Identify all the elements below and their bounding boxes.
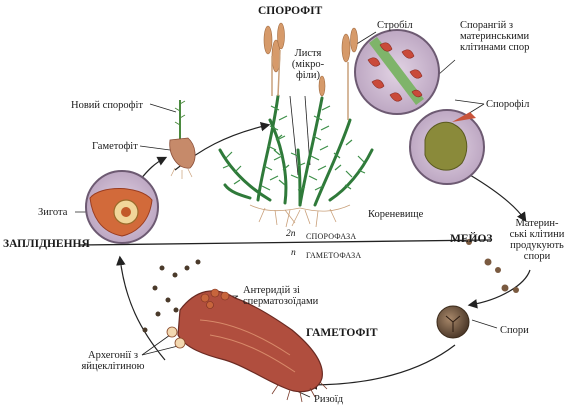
label-leaves: Листя (мікро- філи)	[291, 48, 325, 81]
arrow-meiosis-to-spores	[467, 269, 531, 309]
strobilus-detail-circle	[354, 29, 440, 115]
arrow-zygote-to-young	[139, 156, 168, 181]
label-meiosis: МЕЙОЗ	[450, 233, 493, 245]
label-gametophase: ГАМЕТОФАЗА	[306, 251, 362, 260]
spores-small	[466, 239, 519, 293]
label-gametophyte-title: ГАМЕТОФІТ	[306, 327, 378, 339]
spore-large	[436, 305, 470, 339]
rhizome-roots	[249, 204, 351, 228]
sporophyte-plant	[218, 22, 374, 228]
label-sporangium: Спорангій з материнськими клітинами спор	[460, 20, 530, 53]
label-antheridium: Антеридій зі сперматозоїдами	[243, 285, 319, 307]
zygote-circle	[85, 170, 159, 244]
label-sporophyll: Спорофіл	[486, 99, 530, 110]
new-sporophyte-young	[169, 100, 196, 179]
label-gametophyte-young: Гаметофіт	[92, 141, 138, 152]
arrow-gametophyte-to-fertilization	[116, 255, 166, 361]
arrow-spores-to-gametophyte	[307, 344, 456, 390]
microphyll-foliage	[222, 105, 366, 191]
label-sporophyte-title: СПОРОФІТ	[258, 5, 323, 17]
label-sporophase: СПОРОФАЗА	[306, 232, 357, 241]
arrow-to-mother-cells	[469, 174, 527, 222]
sperm-dots	[142, 259, 201, 333]
label-spores: Спори	[500, 325, 529, 336]
gametophyte	[166, 288, 328, 403]
label-ploidy-2n: 2n	[286, 229, 296, 239]
label-zygote: Зигота	[38, 207, 68, 218]
label-rhizome: Кореневище	[368, 209, 424, 220]
label-strobilus: Стробіл	[377, 20, 413, 31]
strobili	[263, 22, 358, 97]
sporophyll-detail-circle	[409, 109, 485, 185]
label-archegonia: Архегонії з яйцеклітиною	[81, 350, 145, 372]
label-rhizoid: Ризоїд	[314, 394, 344, 405]
young-gametophyte	[169, 137, 196, 169]
label-mother-cells: Материн- ські клітини продукують спори	[509, 218, 565, 262]
cycle-arrows	[116, 121, 531, 390]
sporophyte-shoots	[218, 94, 374, 207]
label-fertilization: ЗАПЛІДНЕННЯ	[3, 238, 90, 250]
label-new-sporophyte: Новий спорофіт	[71, 100, 143, 111]
label-ploidy-n: n	[291, 248, 296, 258]
phase-divider-line	[79, 239, 491, 246]
